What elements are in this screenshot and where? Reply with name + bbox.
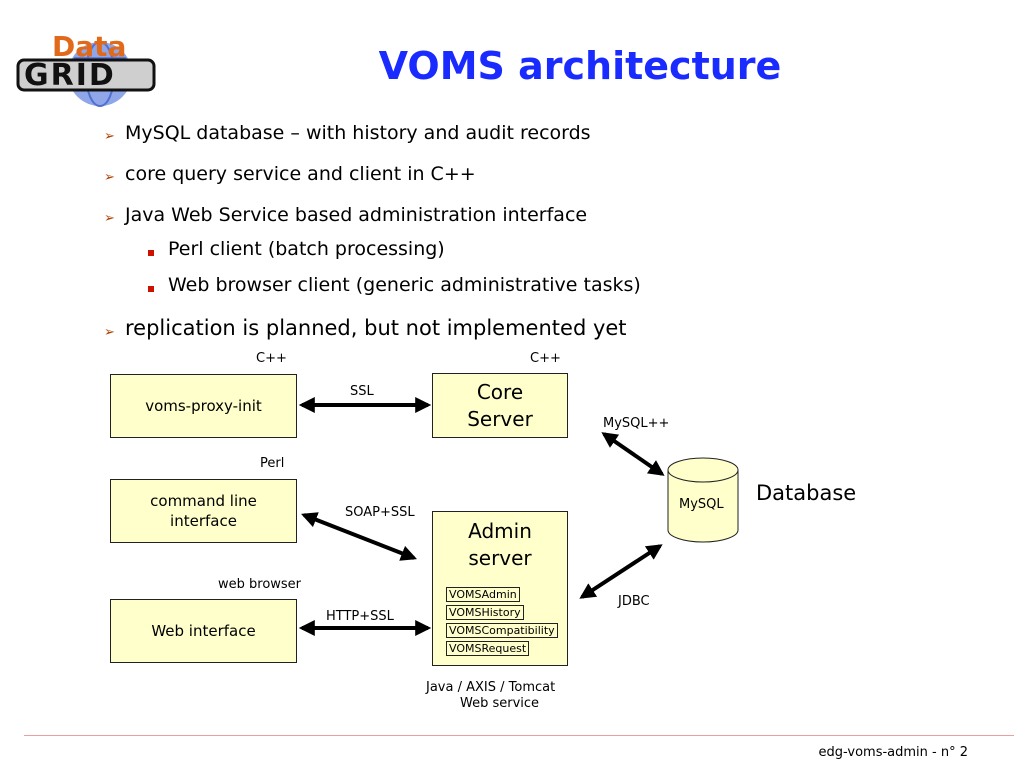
square-bullet-icon [148, 286, 154, 292]
logo-data-text: Data [52, 30, 127, 63]
core-server-label: Core Server [467, 379, 533, 431]
service-item: VOMSCompatibility [446, 623, 558, 638]
arrow-bullet-icon: ➢ [104, 129, 115, 144]
bullet-item: MySQL database – with history and audit … [125, 122, 591, 144]
cpp-label-right: C++ [530, 351, 561, 366]
mysqlpp-arrow [601, 432, 665, 476]
arrow-bullet-icon: ➢ [104, 170, 115, 185]
sub-bullet-item: Perl client (batch processing) [168, 238, 445, 260]
web-interface-label: Web interface [151, 622, 256, 640]
ssl-label: SSL [350, 384, 374, 399]
arrow-bullet-icon: ➢ [104, 211, 115, 226]
database-label: Database [756, 481, 857, 505]
java-axis-tomcat-label: Java / AXIS / Tomcat [426, 680, 556, 695]
slide-title: VOMS architecture [378, 44, 782, 88]
cpp-label-left: C++ [256, 351, 287, 366]
mysql-label: MySQL [679, 497, 724, 512]
web-browser-label: web browser [218, 577, 302, 592]
arrow-bullet-icon: ➢ [104, 325, 115, 340]
service-item: VOMSHistory [446, 605, 524, 620]
http-ssl-label: HTTP+SSL [326, 609, 394, 624]
footer-text: edg-voms-admin - n° 2 [818, 745, 968, 760]
jdbc-label: JDBC [618, 594, 650, 609]
soap-ssl-label: SOAP+SSL [345, 505, 415, 520]
soap-ssl-arrow [301, 512, 417, 561]
command-line-box: command line interface [110, 479, 297, 543]
perl-label: Perl [260, 456, 285, 471]
mysql-cylinder-icon [667, 457, 739, 543]
datagrid-logo: Data GRID [14, 30, 156, 112]
command-line-label: command line interface [150, 492, 257, 530]
jdbc-arrow [579, 544, 663, 599]
admin-server-label: Admin server [468, 519, 532, 570]
service-item: VOMSAdmin [446, 587, 520, 602]
core-server-box: Core Server [432, 373, 568, 438]
service-item: VOMSRequest [446, 641, 530, 656]
web-service-label: Web service [460, 696, 540, 711]
square-bullet-icon [148, 250, 154, 256]
bullet-item: Java Web Service based administration in… [125, 204, 588, 226]
bullet-item: replication is planned, but not implemen… [125, 316, 627, 340]
bullet-item: core query service and client in C++ [125, 163, 476, 185]
logo-grid-text: GRID [24, 58, 116, 93]
sub-bullet-item: Web browser client (generic administrati… [168, 274, 641, 296]
voms-proxy-init-box: voms-proxy-init [110, 374, 297, 438]
mysqlpp-label: MySQL++ [603, 416, 670, 431]
footer-divider [24, 735, 1014, 736]
voms-proxy-init-label: voms-proxy-init [145, 397, 262, 415]
web-interface-box: Web interface [110, 599, 297, 663]
